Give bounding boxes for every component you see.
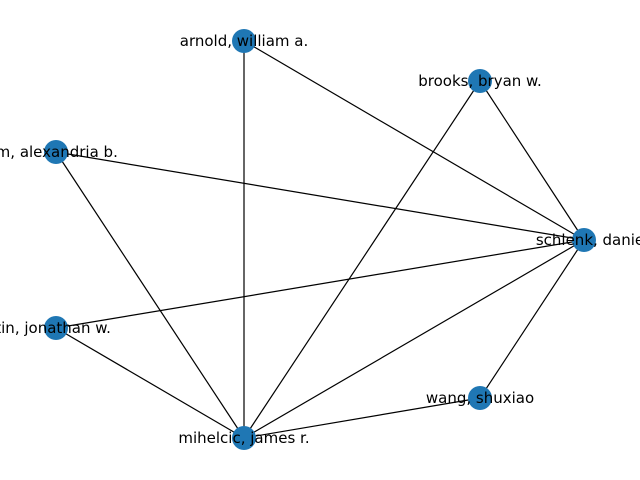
node-martin (44, 316, 68, 340)
node-mihelcic (232, 426, 256, 450)
node-label-wang: wang, shuxiao (426, 389, 534, 407)
node-label-martin: rtin, jonathan w. (0, 319, 111, 337)
node-boehm (44, 140, 68, 164)
edge-brooks-mihelcic (243, 80, 481, 439)
edge-boehm-schlenk (55, 151, 585, 241)
node-label-boehm: hm, alexandria b. (0, 143, 118, 161)
edge-martin-mihelcic (55, 327, 245, 439)
edge-wang-mihelcic (243, 397, 481, 439)
node-label-brooks: brooks, bryan w. (418, 72, 541, 90)
node-arnold (232, 29, 256, 53)
node-label-schlenk: schlenk, danie (536, 231, 640, 249)
node-wang (468, 386, 492, 410)
edge-layer (55, 40, 585, 439)
edge-brooks-schlenk (479, 80, 585, 241)
edge-schlenk-wang (479, 239, 585, 399)
node-brooks (468, 69, 492, 93)
label-layer: arnold, william a. brooks, bryan w. hm, al… (0, 32, 640, 447)
edge-martin-schlenk (55, 239, 585, 329)
edge-schlenk-mihelcic (243, 239, 585, 439)
node-layer (44, 29, 596, 450)
node-label-arnold: arnold, william a. (180, 32, 308, 50)
edge-boehm-mihelcic (55, 151, 245, 439)
edge-arnold-schlenk (243, 40, 585, 241)
node-label-mihelcic: mihelcic, james r. (178, 429, 309, 447)
node-schlenk (572, 228, 596, 252)
